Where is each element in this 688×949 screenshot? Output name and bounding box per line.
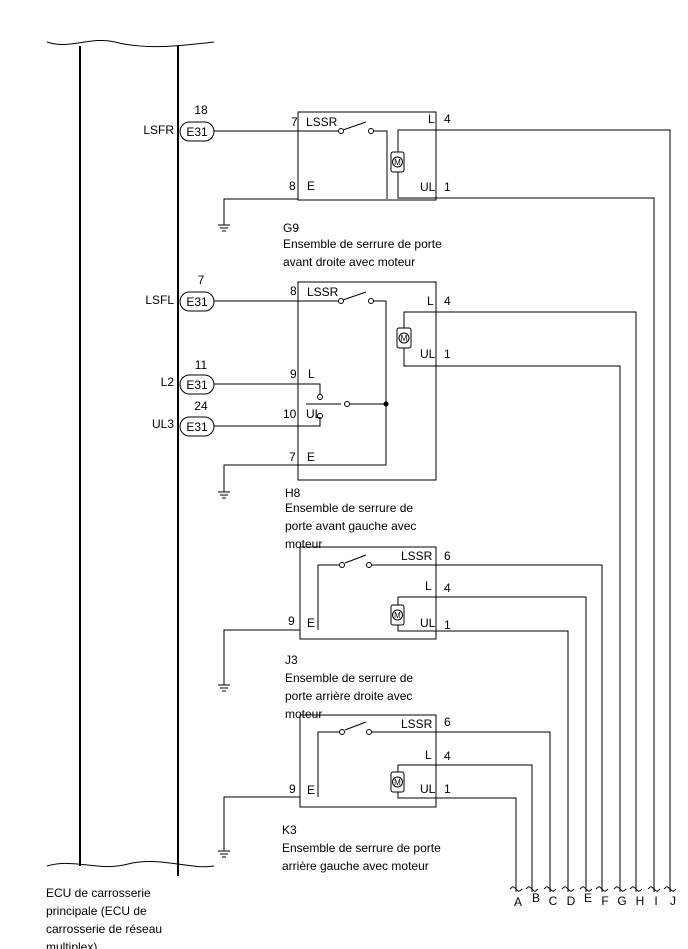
continuation-letter-j: J [670,894,676,908]
pin-number: 9 [288,614,295,628]
continuation-letter-a: A [514,895,522,909]
signal-name: L2 [161,375,175,389]
ecu-pin-l2: L2 11 E31 [161,358,215,395]
ecu-label-line-4: multiplex) [46,940,97,949]
component-g9: 7 LSSR 8 E L 4 M UL 1 [214,111,671,892]
ecu-pin-lsfr: LSFR 18 E31 [143,103,215,142]
ecu-label-line-1: ECU de carrosserie [46,886,151,900]
ecu-label-line-3: carrosserie de réseau [46,922,162,936]
continuation-letter-h: H [636,894,645,908]
pin-number: 7 [198,273,205,287]
pin-number: 1 [444,618,451,632]
signal-name: UL3 [152,417,174,431]
pin-label: UL [420,347,436,361]
pin-label: LSSR [306,115,338,129]
pin-label: UL [420,616,436,630]
pin-number: 4 [444,112,451,126]
continuation-wave-ends [509,886,677,892]
motor-label: M [394,778,401,787]
pin-number: 1 [444,180,451,194]
pin-label: L [428,112,435,126]
pin-label: LSSR [401,549,433,563]
component-h8: 8 LSSR 9 L 10 UL 7 E L 4 M UL 1 [214,281,637,892]
pin-label: UL [420,180,436,194]
pin-number: 1 [444,782,451,796]
component-desc-k3-line2: arrière gauche avec moteur [282,859,429,873]
component-desc-j3-line3: moteur [285,707,322,721]
component-desc-g9-line1: Ensemble de serrure de porte [283,237,442,251]
pin-label: LSSR [401,717,433,731]
pin-number: 4 [444,294,451,308]
pin-label: E [307,783,315,797]
connector-id: E31 [186,295,208,309]
pin-number: 9 [290,367,297,381]
ecu-label-line-2: principale (ECU de [46,904,147,918]
pin-number: 8 [290,284,297,298]
component-k3: LSSR 6 9 E L 4 M UL 1 [218,714,551,892]
continuation-letter-e: E [584,891,592,905]
component-id-j3: J3 [285,653,298,667]
pin-label: E [307,616,315,630]
pin-number: 9 [289,782,296,796]
continuation-letter-g: G [617,894,626,908]
pin-number: 6 [444,715,451,729]
signal-name: LSFL [145,293,174,307]
component-desc-k3-line1: Ensemble de serrure de porte [282,841,441,855]
pin-number: 4 [444,749,451,763]
pin-number: 7 [291,115,298,129]
continuation-letter-i: I [654,894,657,908]
continuation-letter-c: C [549,894,558,908]
connector-id: E31 [186,125,208,139]
pin-label: E [307,179,315,193]
pin-number: 10 [283,407,297,421]
connector-id: E31 [186,420,208,434]
signal-name: LSFR [143,123,174,137]
pin-label: LSSR [307,285,339,299]
component-id-h8: H8 [285,486,301,500]
motor-label: M [394,611,401,620]
pin-number: 18 [194,103,208,117]
continuation-letter-b: B [532,891,540,905]
continuation-letter-d: D [567,894,576,908]
component-desc-h8-line2: porte avant gauche avec [285,519,416,533]
connector-id: E31 [186,378,208,392]
component-j3: LSSR 6 9 E L 4 M UL 1 [218,546,603,892]
pin-label: UL [420,782,436,796]
component-desc-j3-line2: porte arrière droite avec [285,689,412,703]
pin-label: L [308,367,315,381]
pin-number: 11 [195,358,208,372]
pin-number: 4 [444,581,451,595]
component-desc-h8-line3: moteur [285,537,322,551]
pin-number: 1 [444,347,451,361]
component-id-g9: G9 [283,221,299,235]
motor-label: M [394,158,401,167]
ecu-pin-lsfl: LSFL 7 E31 [145,273,215,312]
component-desc-g9-line2: avant droite avec moteur [283,255,415,269]
motor-label: M [401,334,408,343]
ecu-pin-ul3: UL3 24 E31 [152,399,215,437]
pin-number: 6 [444,549,451,563]
component-desc-j3-line1: Ensemble de serrure de [285,671,413,685]
component-id-k3: K3 [282,823,297,837]
ecu-body [46,40,215,876]
pin-number: 7 [289,450,296,464]
pin-label: E [307,450,315,464]
continuation-letter-f: F [601,894,608,908]
pin-label: L [425,748,432,762]
pin-number: 8 [289,179,296,193]
pin-label: L [427,294,434,308]
pin-number: 24 [194,399,208,413]
component-desc-h8-line1: Ensemble de serrure de [285,501,413,515]
pin-label: L [425,579,432,593]
